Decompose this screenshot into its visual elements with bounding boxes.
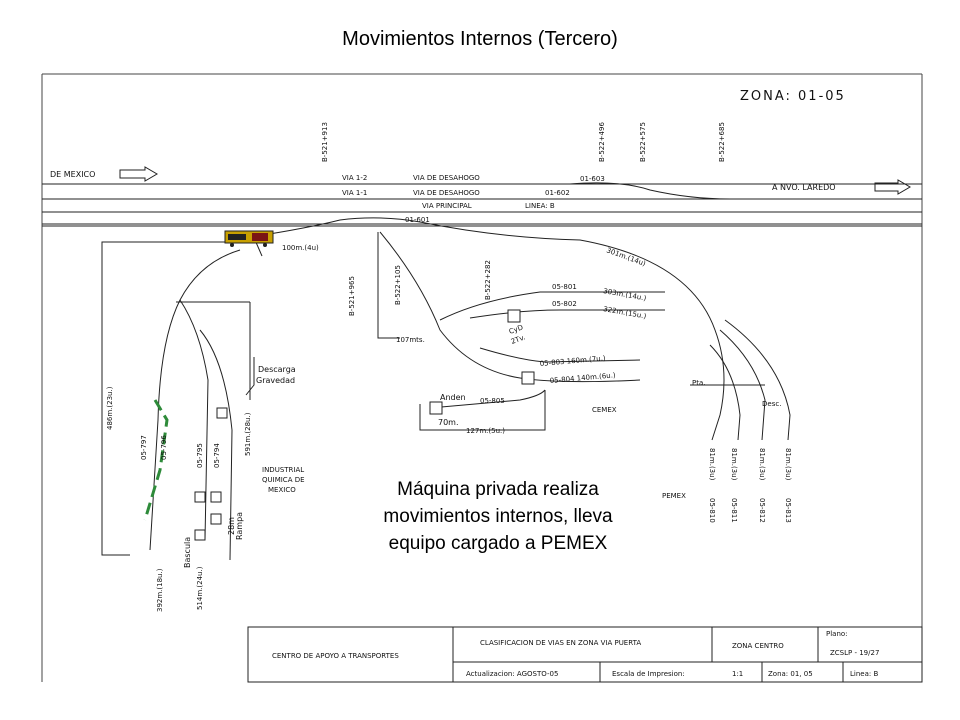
track-label: 01-601 xyxy=(405,216,430,224)
track-label: 05-812 xyxy=(758,498,766,523)
title-block: CENTRO DE APOYO A TRANSPORTES CLASIFICAC… xyxy=(247,626,923,683)
track-label: LINEA: B xyxy=(525,202,555,210)
main-tracks xyxy=(42,182,922,227)
length-label: 514m.(24u.) xyxy=(196,566,204,610)
km-post: B-522+685 xyxy=(718,122,726,162)
length-label: 392m.(18u.) xyxy=(156,568,164,612)
track-label: VIA DE DESAHOGO xyxy=(413,189,480,197)
track-label: VIA 1-2 xyxy=(342,174,367,182)
siding-tracks xyxy=(149,217,791,561)
track-label: 2Tv. xyxy=(510,333,526,345)
length-label: 81m.(3u) xyxy=(758,448,766,481)
scale-label: Escala de Impresion: xyxy=(612,670,685,678)
plano-value: ZCSLP - 19/27 xyxy=(830,649,879,657)
length-label: 70m. xyxy=(438,418,459,427)
plant-label: PEMEX xyxy=(662,492,686,500)
track-label: VIA PRINCIPAL xyxy=(422,202,472,210)
zone-value: Zona: 01, 05 xyxy=(768,670,813,678)
track-label: 05-811 xyxy=(730,498,738,523)
area-label: Bascula xyxy=(183,537,192,568)
length-label: 28m xyxy=(227,517,236,535)
arrow-left-icon xyxy=(119,166,158,182)
zona-centro-label: ZONA CENTRO xyxy=(732,642,784,650)
update-label: Actualizacion: AGOSTO-05 xyxy=(466,670,558,678)
arrow-right-icon xyxy=(874,179,911,195)
area-label: Gravedad xyxy=(256,376,295,385)
track-label: 05-802 xyxy=(552,300,577,308)
km-post: B-522+282 xyxy=(484,260,492,300)
plant-label: INDUSTRIAL xyxy=(262,466,304,474)
length-label: 81m.(3u) xyxy=(708,448,716,481)
caption-text: Máquina privada realiza movimientos inte… xyxy=(383,479,613,554)
zone-label: ZONA: 01-05 xyxy=(740,89,846,104)
length-label: 81m.(3u) xyxy=(784,448,792,481)
length-label: 127m.(5u.) xyxy=(466,427,505,435)
plant-label: MEXICO xyxy=(268,486,296,494)
length-label: 100m.(4u) xyxy=(282,244,319,252)
plant-label: QUIMICA DE xyxy=(262,476,305,484)
direction-left: DE MEXICO xyxy=(50,170,95,179)
track-label: Anden xyxy=(440,393,466,402)
length-label: 81m.(3u) xyxy=(730,448,738,481)
track-label: 01-603 xyxy=(580,175,605,183)
org-label: CENTRO DE APOYO A TRANSPORTES xyxy=(272,652,399,660)
track-label: 05-810 xyxy=(708,498,716,523)
track-label: 05-813 xyxy=(784,498,792,523)
locomotive-icon xyxy=(224,230,274,247)
track-label: 05-804 140m.(6u.) xyxy=(549,371,616,385)
track-label: 05-801 xyxy=(552,283,577,291)
track-label: 05-803 160m.(7u.) xyxy=(539,354,606,368)
plano-label: Plano: xyxy=(826,630,848,638)
length-label: 107mts. xyxy=(396,336,425,344)
siding-labels: 100m.(4u) 301m.(14u) 05-801 303m.(14u.) … xyxy=(106,244,792,612)
length-label: 486m.(23u.) xyxy=(106,386,114,430)
km-post: B-521+913 xyxy=(321,122,329,162)
length-label: 591m.(28u.) xyxy=(244,412,252,456)
track-label: 05-797 xyxy=(140,435,148,460)
track-label: Pta. xyxy=(692,379,705,387)
area-label: Descarga xyxy=(258,365,296,374)
slide-title: Movimientos Internos (Tercero) xyxy=(342,28,618,50)
km-post: B-522+105 xyxy=(394,265,402,305)
length-label: 303m.(14u.) xyxy=(603,287,647,302)
area-label: Rampa xyxy=(235,512,244,540)
track-label: 05-805 xyxy=(480,397,505,405)
km-posts: B-521+913 B-522+496 B-522+575 B-522+685 … xyxy=(321,122,726,316)
km-post: B-521+965 xyxy=(348,276,356,316)
scale-value: 1:1 xyxy=(732,670,743,678)
track-label: Desc. xyxy=(762,400,781,408)
track-label: VIA 1-1 xyxy=(342,189,367,197)
track-label: 05-796 xyxy=(160,435,168,460)
direction-right: A NVO. LAREDO xyxy=(772,183,836,192)
line-value: Linea: B xyxy=(850,670,878,678)
track-label: 05-795 xyxy=(196,443,204,468)
track-label: 05-794 xyxy=(213,443,221,468)
dimension-brackets xyxy=(101,232,546,556)
km-post: B-522+575 xyxy=(639,122,647,162)
highlighted-route xyxy=(143,399,169,521)
classification-label: CLASIFICACION DE VIAS EN ZONA VIA PUERTA xyxy=(480,639,641,647)
plant-label: CEMEX xyxy=(592,406,617,414)
track-label: 01-602 xyxy=(545,189,570,197)
km-post: B-522+496 xyxy=(598,122,606,162)
switch-boxes xyxy=(194,309,535,541)
length-label: 322m.(15u.) xyxy=(603,305,647,320)
track-label: VIA DE DESAHOGO xyxy=(413,174,480,182)
